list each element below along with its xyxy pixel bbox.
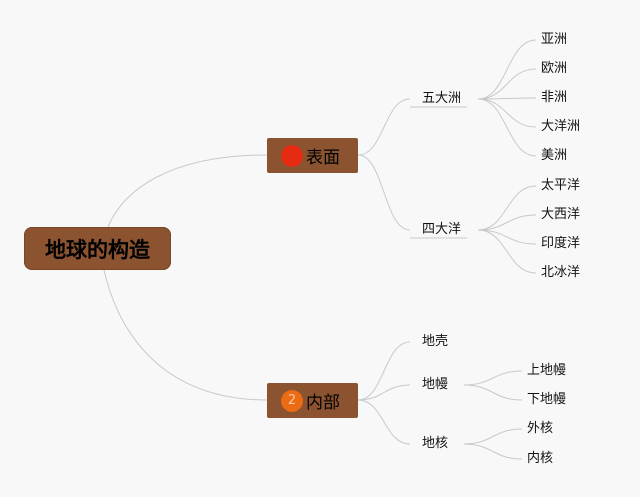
connector-ocean-leaf (477, 185, 537, 231)
branch-topic-label: 内部 (306, 393, 340, 413)
leaf-topic[interactable]: 印度洋 (541, 236, 581, 251)
branch-number-badge: 2 (281, 389, 303, 412)
connector-continent-leaf (477, 39, 537, 100)
leaf-topic[interactable]: 非洲 (541, 90, 568, 105)
connector-interior-core (357, 399, 411, 445)
leaf-topic[interactable]: 太平洋 (541, 178, 581, 193)
root-topic[interactable]: 地球的构造 (24, 227, 171, 270)
connector-surface-oceans (357, 154, 411, 231)
subtopic-core[interactable]: 地核 (422, 436, 449, 451)
subtopic-mantle[interactable]: 地幔 (422, 377, 449, 392)
connector-ocean-leaf (477, 214, 537, 231)
connector-interior-crust (357, 341, 411, 401)
connector-interior-mantle (357, 384, 411, 401)
connector-root-to-interior (103, 269, 268, 401)
connector-surface-continents (357, 98, 411, 156)
subtopic-oceans[interactable]: 四大洋 (422, 222, 462, 237)
subtopic-crust[interactable]: 地壳 (422, 334, 449, 349)
connector-mantle-leaf (463, 370, 523, 386)
connector-core-leaf (463, 428, 523, 445)
leaf-topic[interactable]: 大西洋 (541, 207, 581, 222)
connector-ocean-leaf (477, 229, 537, 274)
leaf-topic[interactable]: 北冰洋 (541, 265, 581, 280)
leaf-topic[interactable]: 美洲 (541, 148, 568, 163)
leaf-topic[interactable]: 内核 (527, 451, 554, 466)
subtopic-continents[interactable]: 五大洲 (422, 91, 462, 106)
leaf-topic[interactable]: 大洋洲 (541, 119, 581, 134)
leaf-topic[interactable]: 下地幔 (527, 392, 567, 407)
connector-continent-leaf (477, 97, 537, 100)
branch-topic-interior[interactable]: 2 内部 (267, 383, 358, 418)
connector-root-to-surface (107, 154, 268, 228)
leaf-topic[interactable]: 上地幔 (527, 363, 567, 378)
connector-ocean-leaf (477, 229, 537, 245)
connector-continent-leaf (477, 98, 537, 157)
branch-number-badge: 1 (281, 144, 303, 167)
branch-topic-surface[interactable]: 1 表面 (267, 138, 358, 173)
leaf-topic[interactable]: 外核 (527, 421, 554, 436)
leaf-topic[interactable]: 亚洲 (541, 32, 568, 47)
connector-mantle-leaf (463, 384, 523, 401)
root-topic-label: 地球的构造 (45, 237, 150, 262)
connector-continent-leaf (477, 98, 537, 128)
connector-core-leaf (463, 443, 523, 460)
connector-continent-leaf (477, 68, 537, 100)
branch-topic-label: 表面 (306, 148, 340, 168)
leaf-topic[interactable]: 欧洲 (541, 61, 568, 76)
